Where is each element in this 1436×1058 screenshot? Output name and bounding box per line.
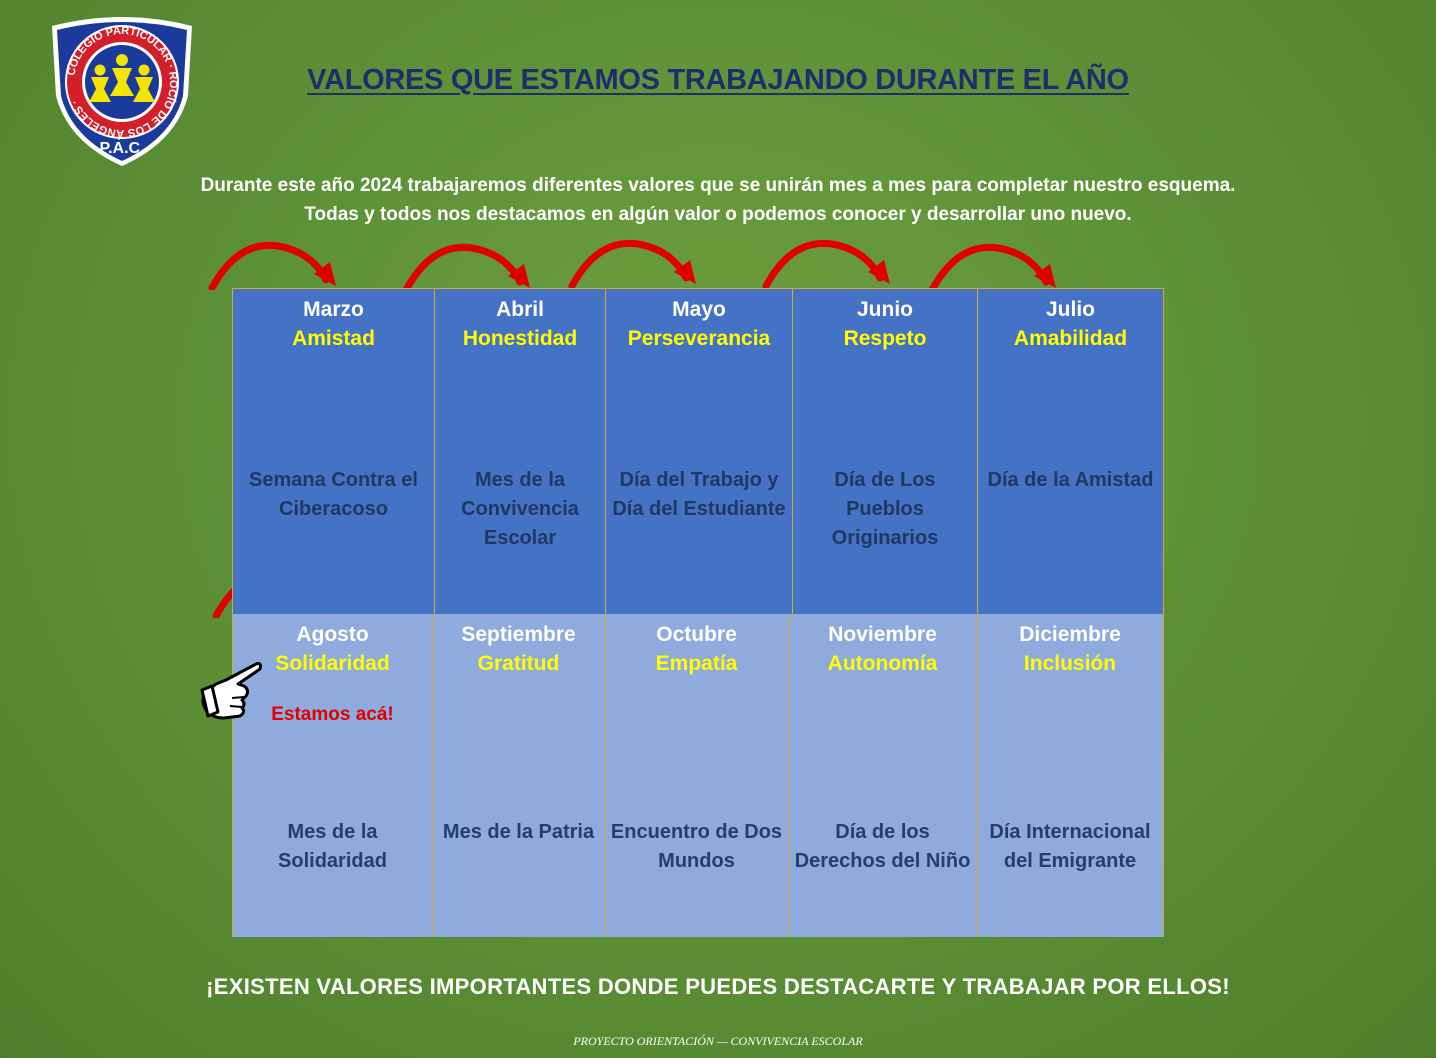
school-logo-icon: COLEGIO PARTICULAR · ROCÍO DE LOS ÁNGELE… [52,17,192,166]
curved-arrow-icon [402,243,530,292]
month-event: Día de la Amistad [987,469,1154,491]
curved-arrow-icon [928,243,1056,292]
month-cell-abril: Abril Honestidad Mes de la Convivencia E… [435,289,606,614]
curved-arrow-icon [208,241,336,290]
month-event: Mes de la Solidaridad [278,821,387,872]
month-event: Semana Contra el Ciberacoso [249,469,418,520]
month-value: Honestidad [462,327,578,350]
month-name: Abril [496,298,544,321]
current-month-marker: Estamos acá! [271,704,394,725]
intro-line-2: Todas y todos nos destacamos en algún va… [304,204,1132,225]
intro-line-1: Durante este año 2024 trabajaremos difer… [200,175,1236,196]
month-value: Autonomía [827,652,938,675]
month-name: Octubre [656,623,737,646]
month-cell-octubre: Octubre Empatía Encuentro de Dos Mundos [605,614,789,937]
calendar-row-august-december: Agosto Solidaridad Estamos acá! Mes de l… [233,614,1163,937]
month-name: Agosto [296,623,369,646]
month-event: Día del Trabajo y Día del Estudiante [612,469,786,520]
footer-credit: PROYECTO ORIENTACIÓN — CONVIVENCIA ESCOL… [573,1034,863,1048]
month-event: Día Internacional del Emigrante [989,821,1151,872]
month-event: Mes de la Patria [442,821,595,843]
month-cell-junio: Junio Respeto Día de Los Pueblos Origina… [793,289,978,614]
month-value: Amabilidad [1013,327,1128,350]
month-cell-marzo: Marzo Amistad Semana Contra el Ciberacos… [233,289,435,614]
month-event: Día de Los Pueblos Originarios [831,469,939,549]
month-cell-noviembre: Noviembre Autonomía Día de los Derechos … [789,614,977,937]
month-value: Gratitud [477,652,560,675]
month-event: Día de los Derechos del Niño [794,821,971,872]
month-value: Empatía [655,652,738,675]
values-calendar-grid: Marzo Amistad Semana Contra el Ciberacos… [232,288,1164,937]
calendar-row-march-july: Marzo Amistad Semana Contra el Ciberacos… [233,289,1163,614]
month-cell-septiembre: Septiembre Gratitud Mes de la Patria [433,614,605,937]
month-cell-mayo: Mayo Perseverancia Día del Trabajo y Día… [606,289,793,614]
month-event: Encuentro de Dos Mundos [610,821,783,872]
pointing-hand-icon [200,662,262,720]
footer-slogan: ¡EXISTEN VALORES IMPORTANTES DONDE PUEDE… [206,974,1230,999]
page-title: VALORES QUE ESTAMOS TRABAJANDO DURANTE E… [307,64,1129,96]
month-value: Inclusión [1023,652,1117,675]
month-value: Respeto [843,327,927,350]
month-event: Mes de la Convivencia Escolar [461,469,579,549]
month-cell-diciembre: Diciembre Inclusión Día Internacional de… [977,614,1163,937]
month-name: Marzo [303,298,364,321]
curved-arrow-icon [568,239,696,288]
curved-arrow-icon [762,239,890,288]
month-name: Septiembre [461,623,576,646]
month-name: Julio [1045,298,1095,321]
month-name: Mayo [672,298,726,321]
month-value: Perseverancia [627,327,771,350]
month-value: Amistad [292,327,375,350]
month-name: Junio [857,298,913,321]
month-name: Diciembre [1019,623,1121,646]
svg-text:P.A.C.: P.A.C. [99,140,144,157]
intro-text: Durante este año 2024 trabajaremos difer… [0,171,1436,229]
month-value: Solidaridad [275,652,390,675]
month-cell-julio: Julio Amabilidad Día de la Amistad [978,289,1163,614]
month-cell-agosto: Agosto Solidaridad Estamos acá! Mes de l… [233,614,433,937]
month-name: Noviembre [828,623,937,646]
